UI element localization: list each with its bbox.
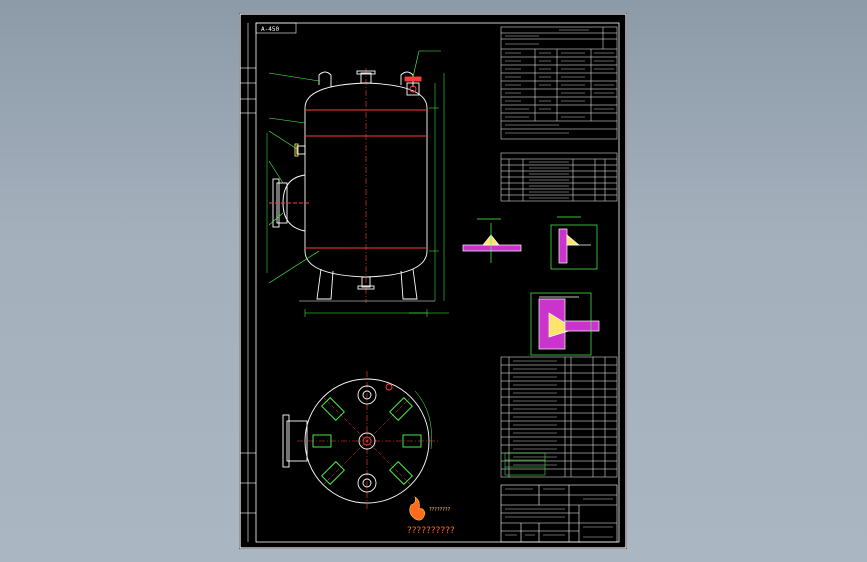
nozzle-table xyxy=(500,152,618,202)
leader-lines xyxy=(268,50,441,284)
vent-nozzle-hole xyxy=(409,85,417,93)
weld-detail-3 xyxy=(530,292,600,356)
leg-right xyxy=(400,268,418,300)
top-nozzle-center xyxy=(360,72,372,84)
vent-nozzle-flange xyxy=(404,76,422,82)
title-block xyxy=(500,484,618,543)
left-margin-strip xyxy=(240,23,256,542)
dimension-lines xyxy=(266,73,449,317)
plan-top-nozzle xyxy=(357,385,377,405)
top-nozzle-flange xyxy=(356,70,376,75)
plan-dim-arc xyxy=(414,390,432,450)
plan-diag-2 xyxy=(322,396,412,486)
parts-list-table xyxy=(500,356,618,478)
plan-vent-nozzle xyxy=(385,383,393,391)
bottom-nozzle xyxy=(361,276,371,288)
bottom-nozzle-flange xyxy=(357,285,375,290)
title-block-text-marks xyxy=(505,488,613,538)
drawing-sheet[interactable]: A-450 xyxy=(239,13,627,549)
plan-center-nozzle xyxy=(358,432,376,450)
plan-bottom-nozzle xyxy=(357,473,377,493)
technical-data-table xyxy=(500,26,618,140)
side-nozzle-flange xyxy=(294,143,299,157)
plan-side-manhole xyxy=(286,420,308,462)
sheet-tag-box xyxy=(255,22,297,34)
parts-list-text-marks xyxy=(513,360,557,466)
company-logo: ?????????? ???????? xyxy=(407,496,455,536)
table-text-marks xyxy=(505,29,614,199)
outer-frame xyxy=(239,13,627,549)
lifting-lug-right xyxy=(400,71,414,87)
weld-detail-2 xyxy=(550,216,598,270)
sheet-tag: A-450 xyxy=(261,26,279,33)
lifting-lug-left xyxy=(318,71,332,87)
inner-frame xyxy=(255,22,620,543)
logo-text: ?????????? xyxy=(407,526,455,536)
weld-detail-1 xyxy=(462,218,522,263)
vent-nozzle xyxy=(406,82,420,96)
vessel-elevation xyxy=(269,68,435,303)
leg-left xyxy=(316,268,334,300)
plan-leg-pads xyxy=(312,397,422,485)
cad-drawing: A-450 xyxy=(239,13,627,549)
vessel-plan-view xyxy=(282,371,439,511)
logo-subtext: ???????? xyxy=(429,507,451,513)
side-nozzle xyxy=(296,145,306,155)
bottom-head xyxy=(304,250,428,278)
flame-icon xyxy=(409,496,426,521)
notes-table xyxy=(504,452,546,476)
